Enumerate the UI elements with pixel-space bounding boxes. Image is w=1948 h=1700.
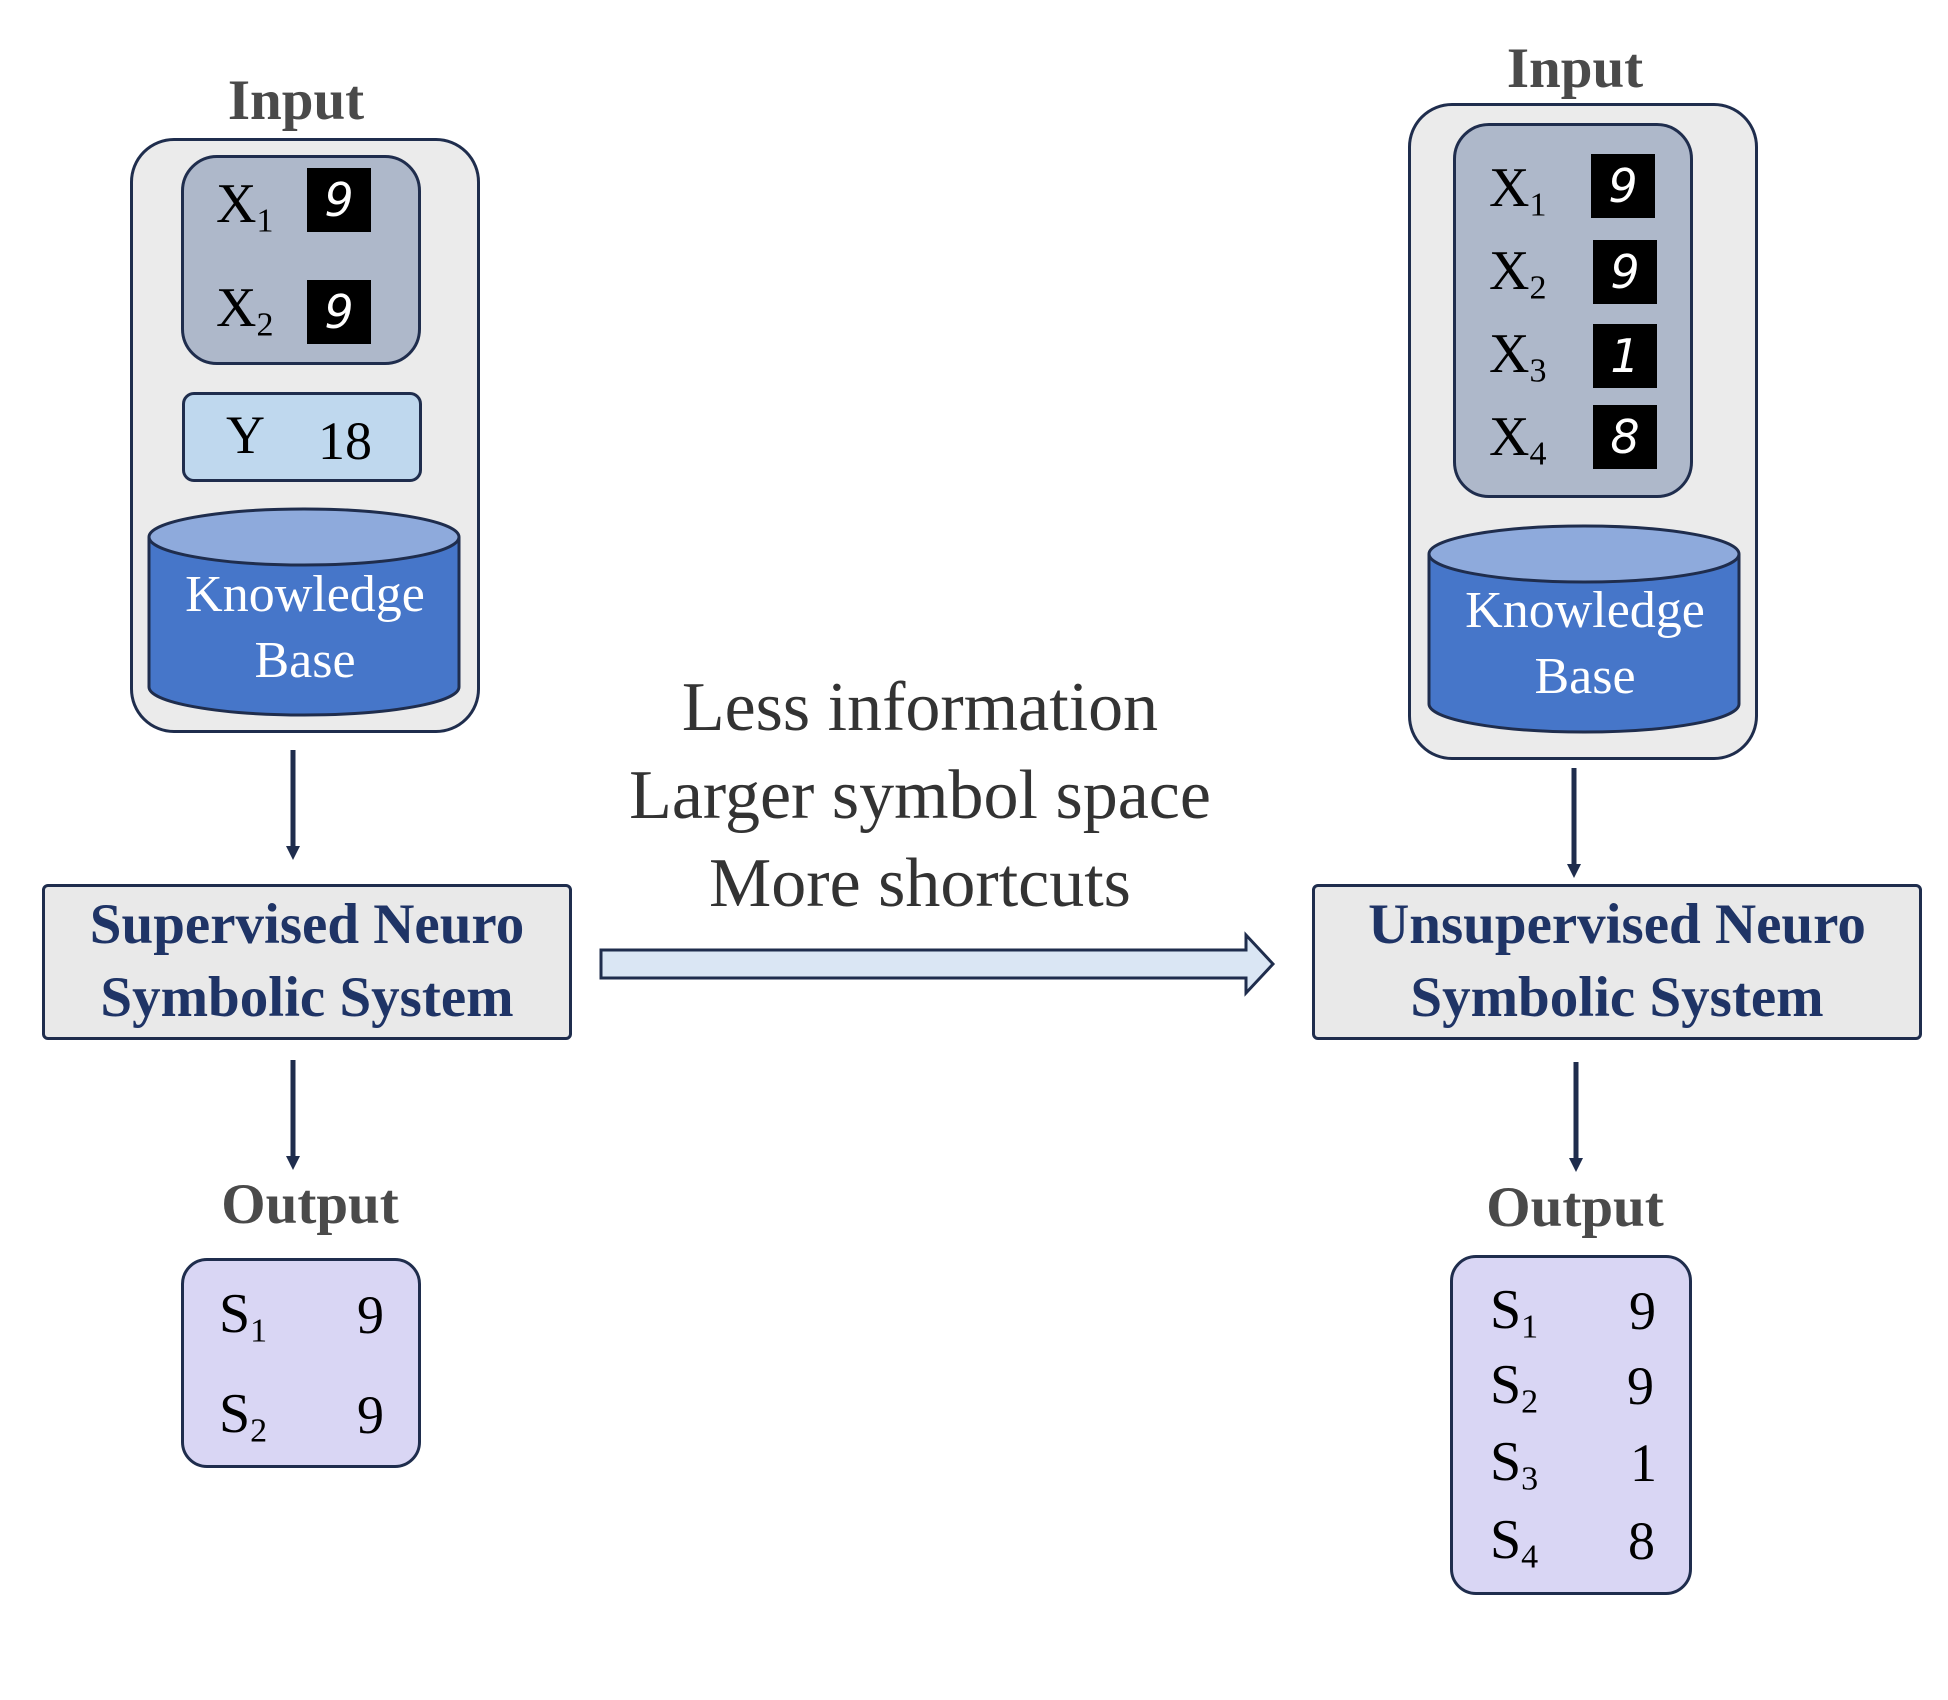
left-output-box bbox=[181, 1258, 421, 1468]
right-arrow-input-to-system bbox=[1567, 768, 1581, 878]
right-x4-label: X4 bbox=[1489, 406, 1547, 473]
caption-line-larger-symbol-space: Larger symbol space bbox=[629, 757, 1211, 834]
right-knowledge-base-cylinder bbox=[1427, 524, 1741, 734]
supervised-system-line-1: Supervised Neuro bbox=[89, 893, 525, 957]
left-x-group bbox=[181, 155, 421, 365]
left-arrow-system-to-output bbox=[286, 1060, 300, 1170]
left-x1-label: X1 bbox=[216, 173, 274, 240]
right-s3-value: 1 bbox=[1630, 1433, 1657, 1493]
left-s1-value: 9 bbox=[357, 1285, 384, 1345]
right-s3-label: S3 bbox=[1490, 1431, 1539, 1498]
right-x3-digit-image: 1 bbox=[1593, 324, 1657, 388]
right-output-box bbox=[1450, 1255, 1692, 1595]
left-x2-label: X2 bbox=[216, 277, 274, 344]
middle-caption: Less information Larger symbol space Mor… bbox=[540, 664, 1300, 928]
left-s1-label: S1 bbox=[219, 1283, 268, 1350]
left-knowledge-base-label-1: Knowledge bbox=[185, 566, 425, 623]
left-s2-value: 9 bbox=[357, 1385, 384, 1445]
right-s4-value: 8 bbox=[1628, 1511, 1655, 1571]
left-y-label: Y bbox=[226, 405, 265, 465]
left-knowledge-base-label-2: Base bbox=[254, 632, 356, 689]
right-x1-digit-image: 9 bbox=[1591, 154, 1655, 218]
left-knowledge-base-cylinder bbox=[147, 507, 461, 717]
left-y-value: 18 bbox=[318, 411, 372, 471]
right-knowledge-base-label-2: Base bbox=[1534, 648, 1636, 705]
right-s2-label: S2 bbox=[1490, 1354, 1539, 1421]
right-x4-digit-image: 8 bbox=[1593, 405, 1657, 469]
right-input-heading: Input bbox=[1506, 37, 1644, 100]
right-output-heading: Output bbox=[1486, 1176, 1664, 1239]
unsupervised-system-box: Unsupervised Neuro Symbolic System bbox=[1312, 884, 1922, 1040]
right-knowledge-base-label-1: Knowledge bbox=[1465, 582, 1705, 639]
left-output-heading: Output bbox=[221, 1173, 399, 1236]
left-s2-label: S2 bbox=[219, 1383, 268, 1450]
left-arrow-input-to-system bbox=[286, 750, 300, 860]
right-s1-label: S1 bbox=[1490, 1279, 1539, 1346]
caption-line-more-shortcuts: More shortcuts bbox=[709, 845, 1131, 922]
left-x1-digit-image: 9 bbox=[307, 168, 371, 232]
right-s4-label: S4 bbox=[1490, 1509, 1539, 1576]
unsupervised-system-line-2: Symbolic System bbox=[1410, 966, 1824, 1029]
supervised-system-line-2: Symbolic System bbox=[100, 966, 514, 1029]
right-x2-label: X2 bbox=[1489, 240, 1547, 307]
right-s2-value: 9 bbox=[1627, 1356, 1654, 1416]
left-y-box bbox=[182, 392, 422, 482]
right-x1-label: X1 bbox=[1489, 157, 1547, 224]
left-input-heading: Input bbox=[227, 69, 365, 132]
left-x2-digit-image: 9 bbox=[307, 280, 371, 344]
right-x2-digit-image: 9 bbox=[1593, 240, 1657, 304]
supervised-system-box: Supervised Neuro Symbolic System bbox=[42, 884, 572, 1040]
right-x3-label: X3 bbox=[1489, 323, 1547, 390]
transition-arrow bbox=[599, 931, 1276, 997]
unsupervised-system-line-1: Unsupervised Neuro bbox=[1368, 893, 1866, 957]
right-arrow-system-to-output bbox=[1569, 1062, 1583, 1172]
right-s1-value: 9 bbox=[1629, 1281, 1656, 1341]
caption-line-less-information: Less information bbox=[681, 669, 1159, 746]
